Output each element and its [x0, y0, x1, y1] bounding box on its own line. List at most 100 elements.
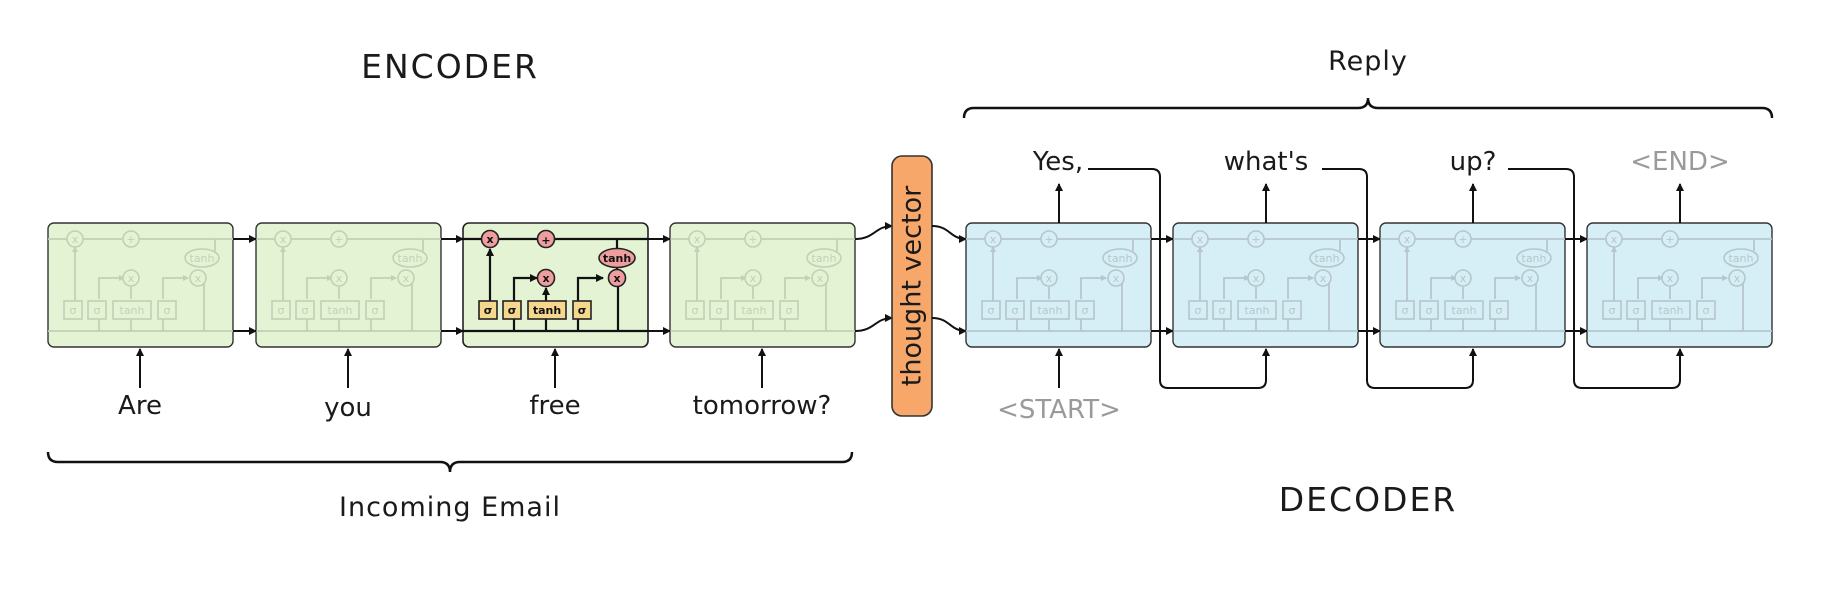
output-word-end: <END> [1630, 147, 1729, 177]
svg-text:σ: σ [1082, 304, 1089, 317]
svg-text:tanh: tanh [190, 252, 215, 265]
reply-brace [962, 97, 1774, 119]
encoder-cell-2: x + x x tanh σ σ tanh σ [255, 222, 442, 348]
svg-text:x: x [1667, 272, 1674, 285]
svg-text:x: x [1404, 233, 1411, 246]
svg-text:x: x [336, 272, 343, 285]
svg-text:+: + [541, 234, 550, 247]
input-word-1: Are [118, 391, 162, 421]
svg-text:σ: σ [302, 304, 309, 317]
svg-text:x: x [750, 272, 757, 285]
encoder-cell-4: x + x x tanh σ σ tanh σ [669, 222, 856, 348]
svg-text:σ: σ [508, 304, 517, 317]
svg-text:σ: σ [372, 304, 379, 317]
svg-text:tanh: tanh [742, 304, 767, 317]
svg-text:tanh: tanh [1729, 252, 1754, 265]
input-word-4: tomorrow? [693, 391, 832, 421]
svg-text:tanh: tanh [533, 304, 561, 317]
svg-text:tanh: tanh [328, 304, 353, 317]
svg-text:tanh: tanh [120, 304, 145, 317]
encoder-cell-3-highlighted: x + x x tanh σ σ tanh σ [462, 222, 649, 348]
decoder-cell-3: x + x x tanh σ σ tanh σ [1379, 222, 1566, 348]
decoder-cell-2: x + x x tanh σ σ tanh σ [1172, 222, 1359, 348]
svg-text:x: x [1046, 272, 1053, 285]
svg-text:σ: σ [1195, 304, 1202, 317]
svg-text:x: x [613, 272, 620, 285]
encoder-title: ENCODER [361, 47, 539, 86]
svg-text:σ: σ [1703, 304, 1710, 317]
svg-text:x: x [1734, 272, 1741, 285]
svg-text:x: x [1611, 233, 1618, 246]
svg-text:σ: σ [1012, 304, 1019, 317]
svg-text:x: x [72, 233, 79, 246]
svg-text:x: x [486, 233, 493, 246]
svg-text:+: + [334, 233, 343, 246]
svg-text:σ: σ [1609, 304, 1616, 317]
svg-text:σ: σ [692, 304, 699, 317]
svg-text:x: x [542, 272, 549, 285]
decoder-cell-1: x + x x tanh σ σ tanh σ [965, 222, 1152, 348]
svg-text:x: x [280, 233, 287, 246]
svg-text:σ: σ [786, 304, 793, 317]
reply-caption: Reply [1328, 46, 1408, 77]
svg-text:tanh: tanh [398, 252, 423, 265]
svg-text:tanh: tanh [603, 252, 631, 265]
input-word-3: free [529, 391, 580, 421]
svg-text:x: x [403, 272, 410, 285]
svg-text:x: x [990, 233, 997, 246]
svg-text:tanh: tanh [1245, 304, 1270, 317]
svg-text:x: x [694, 233, 701, 246]
svg-text:x: x [1527, 272, 1534, 285]
svg-text:σ: σ [1289, 304, 1296, 317]
svg-text:x: x [1320, 272, 1327, 285]
svg-text:σ: σ [1633, 304, 1640, 317]
decoder-feedback-loops [1055, 168, 1684, 389]
svg-text:tanh: tanh [1452, 304, 1477, 317]
decoder-title: DECODER [1279, 480, 1457, 519]
start-token: <START> [997, 395, 1121, 425]
thought-vector-arrows [931, 225, 967, 335]
svg-text:σ: σ [578, 304, 587, 317]
svg-text:tanh: tanh [1522, 252, 1547, 265]
input-word-2: you [324, 393, 372, 423]
output-word-1: Yes, [1032, 147, 1083, 177]
svg-text:x: x [817, 272, 824, 285]
svg-text:σ: σ [1402, 304, 1409, 317]
thought-vector-box: thought vector [891, 155, 933, 417]
svg-text:x: x [1460, 272, 1467, 285]
svg-text:σ: σ [278, 304, 285, 317]
thought-vector-label: thought vector [897, 185, 928, 386]
decoder-output-arrows [1055, 183, 1684, 223]
svg-text:σ: σ [1496, 304, 1503, 317]
svg-text:x: x [1197, 233, 1204, 246]
svg-text:σ: σ [1426, 304, 1433, 317]
svg-text:x: x [1113, 272, 1120, 285]
incoming-email-caption: Incoming Email [339, 492, 561, 523]
svg-text:σ: σ [988, 304, 995, 317]
encoder-state-arrows [233, 222, 893, 335]
svg-text:x: x [195, 272, 202, 285]
svg-text:+: + [1251, 233, 1260, 246]
svg-text:tanh: tanh [1315, 252, 1340, 265]
svg-text:σ: σ [164, 304, 171, 317]
svg-text:+: + [1044, 233, 1053, 246]
svg-text:+: + [748, 233, 757, 246]
svg-text:tanh: tanh [1108, 252, 1133, 265]
svg-text:σ: σ [1219, 304, 1226, 317]
output-word-3: up? [1450, 147, 1497, 177]
svg-text:σ: σ [70, 304, 77, 317]
svg-text:σ: σ [716, 304, 723, 317]
svg-text:x: x [1253, 272, 1260, 285]
email-brace [46, 451, 854, 473]
encoder-input-arrows [136, 348, 766, 388]
svg-text:x: x [128, 272, 135, 285]
svg-text:+: + [1458, 233, 1467, 246]
svg-text:σ: σ [484, 304, 493, 317]
svg-text:+: + [1665, 233, 1674, 246]
decoder-state-arrows [1151, 235, 1588, 335]
svg-text:tanh: tanh [812, 252, 837, 265]
svg-text:tanh: tanh [1038, 304, 1063, 317]
